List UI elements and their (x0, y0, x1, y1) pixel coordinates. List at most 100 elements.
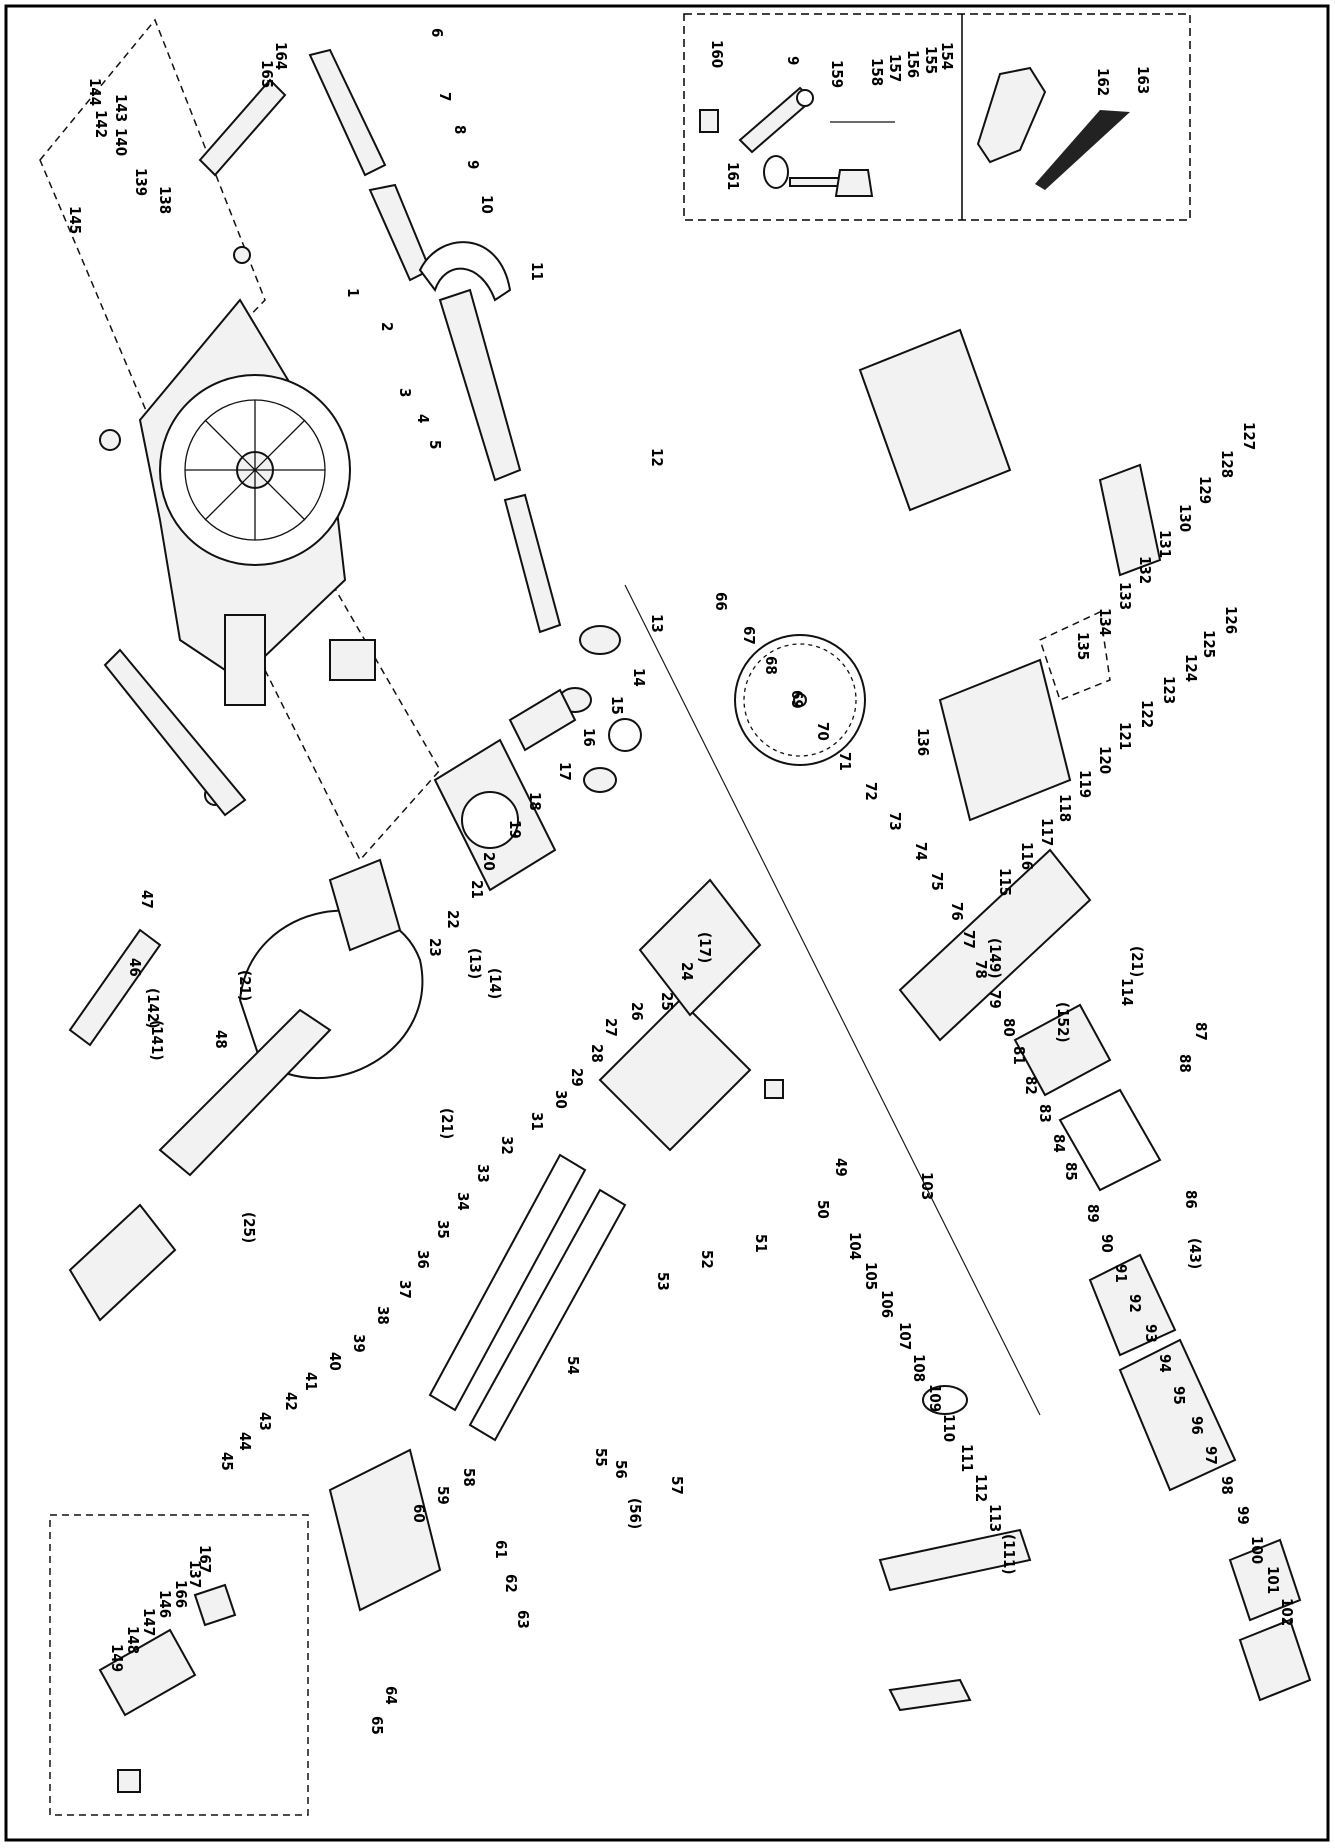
part-label-p55: 55 (592, 1448, 610, 1467)
part-label-r21b: (21) (438, 1108, 456, 1139)
part-label-p5: 5 (426, 440, 444, 449)
part-label-p147: 147 (140, 1608, 158, 1636)
part-label-p69: 69 (788, 690, 806, 709)
part-label-p94: 94 (1156, 1354, 1174, 1373)
part-label-p148: 148 (124, 1626, 142, 1654)
part-label-p61: 61 (492, 1540, 510, 1559)
part-label-p54: 54 (564, 1356, 582, 1375)
saw-base-assembly (99, 78, 376, 806)
part-label-p73: 73 (886, 812, 904, 831)
part-label-p15: 15 (608, 696, 626, 715)
bevel-pivot-assembly (433, 625, 642, 892)
part-label-r142: (142) (144, 988, 162, 1029)
part-label-p39: 39 (350, 1334, 368, 1353)
part-label-p84: 84 (1050, 1134, 1068, 1153)
part-label-p155: 155 (922, 46, 940, 74)
part-label-r141: (141) (148, 1020, 166, 1061)
part-label-p71: 71 (836, 752, 854, 771)
part-label-p137: 137 (186, 1560, 204, 1588)
part-label-p72: 72 (862, 782, 880, 801)
part-label-p49: 49 (832, 1158, 850, 1177)
part-label-p92: 92 (1126, 1294, 1144, 1313)
part-label-p164: 164 (272, 42, 290, 70)
part-label-p93: 93 (1142, 1324, 1160, 1343)
part-label-p89: 89 (1084, 1204, 1102, 1223)
part-label-p25: 25 (658, 992, 676, 1011)
part-label-p139: 139 (132, 168, 150, 196)
part-label-p146: 146 (156, 1590, 174, 1618)
part-label-p78: 78 (972, 960, 990, 979)
part-label-p125: 125 (1200, 630, 1218, 658)
part-label-p107: 107 (896, 1322, 914, 1350)
part-label-p29: 29 (568, 1068, 586, 1087)
part-label-p35: 35 (434, 1220, 452, 1239)
part-label-p3: 3 (396, 388, 414, 397)
part-label-p62: 62 (502, 1574, 520, 1593)
part-label-p138: 138 (156, 186, 174, 214)
part-label-p108: 108 (910, 1354, 928, 1382)
part-label-p10: 10 (478, 195, 496, 214)
part-label-p165: 165 (258, 60, 276, 88)
part-label-p132: 132 (1136, 556, 1154, 584)
part-label-r56: (56) (626, 1498, 644, 1529)
part-label-p8: 8 (451, 125, 469, 134)
part-label-p158: 158 (868, 58, 886, 86)
part-label-p167: 167 (196, 1545, 214, 1573)
part-label-p83: 83 (1036, 1104, 1054, 1123)
part-label-p37: 37 (396, 1280, 414, 1299)
part-label-p162: 162 (1094, 68, 1112, 96)
dashed-groups (39, 18, 1111, 1816)
part-label-p112: 112 (972, 1474, 990, 1502)
part-label-p21: 21 (468, 880, 486, 899)
part-label-p124: 124 (1182, 654, 1200, 682)
part-label-p82: 82 (1022, 1076, 1040, 1095)
part-label-p56: 56 (612, 1460, 630, 1479)
part-label-p127: 127 (1240, 422, 1258, 450)
part-label-p44: 44 (236, 1432, 254, 1451)
part-label-r43: (43) (1186, 1238, 1204, 1269)
part-label-p68: 68 (762, 656, 780, 675)
part-label-r111: (111) (1000, 1534, 1018, 1575)
part-label-p24: 24 (678, 962, 696, 981)
part-label-p105: 105 (862, 1262, 880, 1290)
part-label-p160: 160 (708, 40, 726, 68)
part-label-p66: 66 (712, 592, 730, 611)
part-label-p75: 75 (928, 872, 946, 891)
part-number-labels: 1234567891011121314151617181920212223242… (66, 28, 1296, 1735)
part-label-p130: 130 (1176, 504, 1194, 532)
part-label-p80: 80 (1000, 1018, 1018, 1037)
part-label-p63: 63 (514, 1610, 532, 1629)
part-label-p149: 149 (108, 1644, 126, 1672)
part-label-p31: 31 (528, 1112, 546, 1131)
part-label-p43: 43 (256, 1412, 274, 1431)
part-label-p97: 97 (1202, 1446, 1220, 1465)
part-label-p154: 154 (938, 42, 956, 70)
part-label-p85: 85 (1062, 1162, 1080, 1181)
part-label-r149: (149) (986, 938, 1004, 979)
part-label-p91: 91 (1112, 1264, 1130, 1283)
part-label-r9: 9 (784, 56, 802, 65)
part-label-p52: 52 (698, 1250, 716, 1269)
part-label-p58: 58 (460, 1468, 478, 1487)
part-label-p9: 9 (464, 160, 482, 169)
part-label-p114: 114 (1118, 978, 1136, 1006)
part-label-p19: 19 (506, 820, 524, 839)
part-label-p36: 36 (414, 1250, 432, 1269)
part-label-p136: 136 (914, 728, 932, 756)
part-label-p1: 1 (344, 288, 362, 297)
part-label-p70: 70 (814, 722, 832, 741)
part-label-p7: 7 (436, 92, 454, 101)
part-label-p120: 120 (1096, 746, 1114, 774)
fence-assembly (308, 48, 562, 634)
part-label-p32: 32 (498, 1136, 516, 1155)
part-label-p122: 122 (1138, 700, 1156, 728)
detail-subassembly (98, 1583, 237, 1793)
wrench-tool (976, 66, 1047, 164)
part-label-p103: 103 (918, 1172, 936, 1200)
part-label-p95: 95 (1170, 1386, 1188, 1405)
part-label-p166: 166 (172, 1580, 190, 1608)
part-label-p74: 74 (912, 842, 930, 861)
part-label-p118: 118 (1056, 794, 1074, 822)
page-frame (4, 4, 1330, 1842)
